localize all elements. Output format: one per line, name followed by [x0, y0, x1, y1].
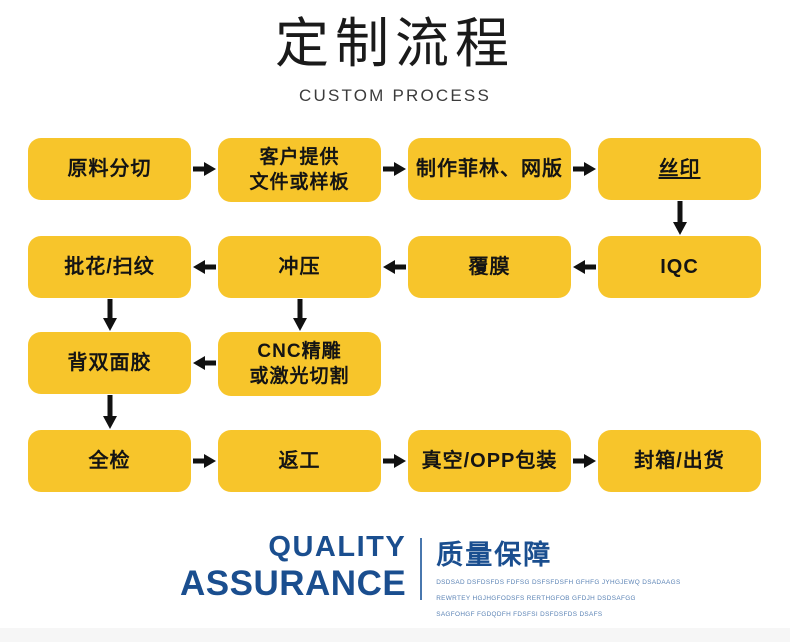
process-node-label: 真空/OPP包装	[421, 450, 558, 472]
arrow-n1-to-n2	[193, 161, 216, 177]
process-flow-diagram: 原料分切 客户提供文件或样板 制作菲林、网版 丝印批花/扫纹 冲压 覆膜 IQC 背双面胶 CN…	[0, 126, 790, 516]
process-node-n4: 丝印	[598, 138, 761, 200]
arrow-n9-to-n11	[102, 395, 118, 429]
arrow-n11-to-n12	[193, 453, 216, 469]
process-node-label: 制作菲林、网版	[416, 158, 563, 180]
process-node-label: 覆膜	[468, 256, 511, 278]
process-node-label: CNC精雕	[257, 341, 342, 362]
process-node-label: 或激光切割	[249, 366, 350, 387]
process-node-n13: 真空/OPP包装	[408, 430, 571, 492]
arrow-n2-to-n3	[383, 161, 406, 177]
process-node-label: IQC	[660, 256, 699, 278]
page-title: 定制流程	[275, 14, 515, 74]
arrow-n8-to-n7	[573, 259, 596, 275]
arrow-n3-to-n4	[573, 161, 596, 177]
vertical-divider	[420, 538, 423, 600]
bottom-band	[0, 628, 790, 642]
process-node-label: 原料分切	[67, 158, 152, 180]
process-node-n14: 封箱/出货	[598, 430, 761, 492]
arrow-n7-to-n6	[383, 259, 406, 275]
process-node-label: 冲压	[278, 256, 321, 278]
process-node-n1: 原料分切	[28, 138, 191, 200]
page-header: 定制流程 CUSTOM PROCESS	[0, 0, 790, 120]
qa-wordmark: QUALITY ASSURANCE	[180, 531, 407, 603]
process-node-label: 全检	[88, 450, 131, 472]
process-node-n2: 客户提供文件或样板	[218, 138, 381, 202]
arrow-n5-to-n9	[102, 299, 118, 331]
process-node-n9: 背双面胶	[28, 332, 191, 394]
process-node-label: 文件或样板	[249, 172, 350, 193]
arrow-n6-to-n10	[292, 299, 308, 331]
qa-chinese-text: 质量保障	[436, 540, 553, 570]
process-node-text: 客户提供文件或样板	[249, 145, 349, 195]
process-node-label: 丝印	[658, 158, 701, 180]
arrow-n4-to-n8	[672, 201, 688, 235]
process-node-label: 返工	[278, 450, 321, 472]
process-node-label: 客户提供	[259, 147, 340, 168]
qa-quality-text: QUALITY	[268, 531, 407, 563]
process-node-label: 批花/扫纹	[64, 256, 155, 278]
arrow-n12-to-n13	[383, 453, 406, 469]
qa-filler-line-3: SAGFOHGF FGDQDFH FDSFSI DSFDSFDS DSAFS	[436, 611, 603, 619]
arrow-n6-to-n5	[193, 259, 216, 275]
process-node-n12: 返工	[218, 430, 381, 492]
process-node-n8: IQC	[598, 236, 761, 298]
process-node-n6: 冲压	[218, 236, 381, 298]
process-node-text: CNC精雕或激光切割	[249, 339, 349, 389]
process-node-n7: 覆膜	[408, 236, 571, 298]
process-node-label: 背双面胶	[67, 352, 152, 374]
process-node-label: 封箱/出货	[634, 450, 725, 472]
process-node-n5: 批花/扫纹	[28, 236, 191, 298]
qa-filler-line-2: REWRTEY HGJHGFODSFS RERTHGFOB GFDJH DSDS…	[436, 595, 636, 603]
arrow-n13-to-n14	[573, 453, 596, 469]
process-node-n3: 制作菲林、网版	[408, 138, 571, 200]
quality-assurance-banner: QUALITY ASSURANCE 质量保障 DSDSAD DSFDSFDS F…	[0, 525, 790, 642]
page-subtitle: CUSTOM PROCESS	[298, 86, 491, 105]
process-node-n10: CNC精雕或激光切割	[218, 332, 381, 396]
arrow-n10-to-n9	[193, 355, 216, 371]
qa-filler-line-1: DSDSAD DSFDSFDS FDFSG DSFSFDSFH GFHFG JY…	[436, 579, 681, 586]
process-node-n11: 全检	[28, 430, 191, 492]
qa-assurance-text: ASSURANCE	[180, 564, 407, 603]
